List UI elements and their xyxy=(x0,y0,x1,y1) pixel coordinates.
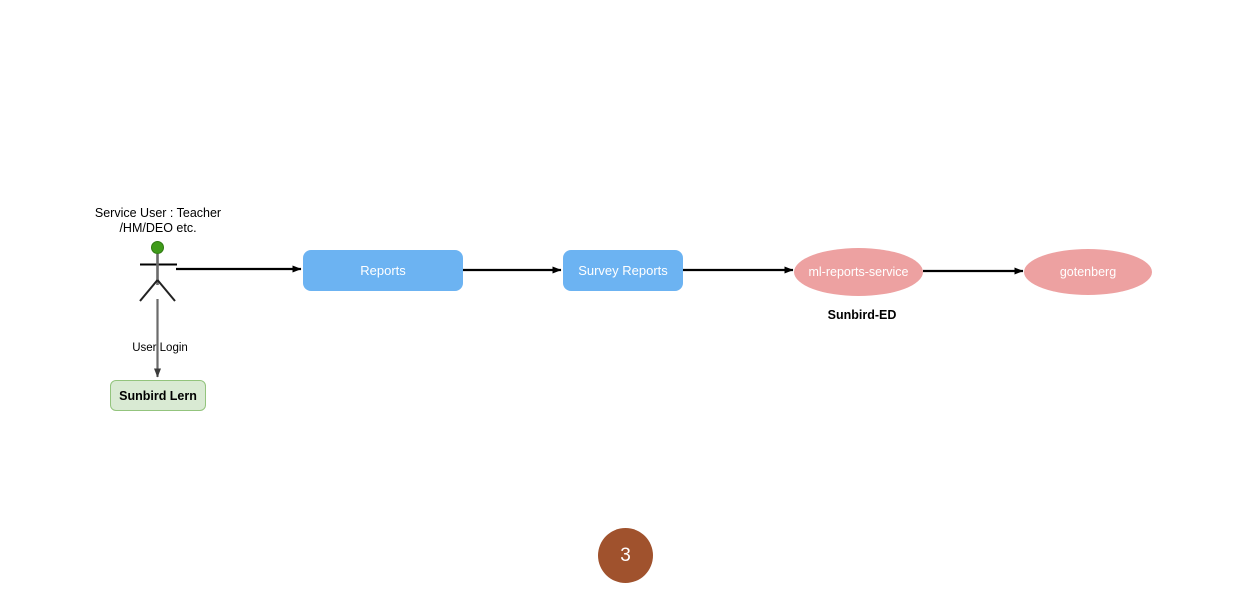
node-ml-reports-service-label: ml-reports-service xyxy=(808,265,909,279)
node-gotenberg-label: gotenberg xyxy=(1059,265,1117,279)
page-number-badge: 3 xyxy=(598,528,653,583)
node-reports[interactable]: Reports xyxy=(303,250,463,291)
node-ml-reports-service[interactable]: ml-reports-service xyxy=(794,248,923,296)
group-label-sunbird-ed: Sunbird-ED xyxy=(827,308,897,322)
node-reports-label: Reports xyxy=(360,263,406,278)
node-survey-reports-label: Survey Reports xyxy=(578,263,668,278)
actor-label: Service User : Teacher /HM/DEO etc. xyxy=(94,206,222,235)
actor-head-icon xyxy=(151,241,164,254)
node-survey-reports[interactable]: Survey Reports xyxy=(563,250,683,291)
actor-stick-figure-body xyxy=(139,254,177,302)
node-sunbird-lern-label: Sunbird Lern xyxy=(119,388,197,403)
page-number-text: 3 xyxy=(620,544,631,566)
edge-label-user-login: User Login xyxy=(132,342,188,354)
node-sunbird-lern[interactable]: Sunbird Lern xyxy=(110,380,206,411)
node-gotenberg[interactable]: gotenberg xyxy=(1024,249,1152,295)
